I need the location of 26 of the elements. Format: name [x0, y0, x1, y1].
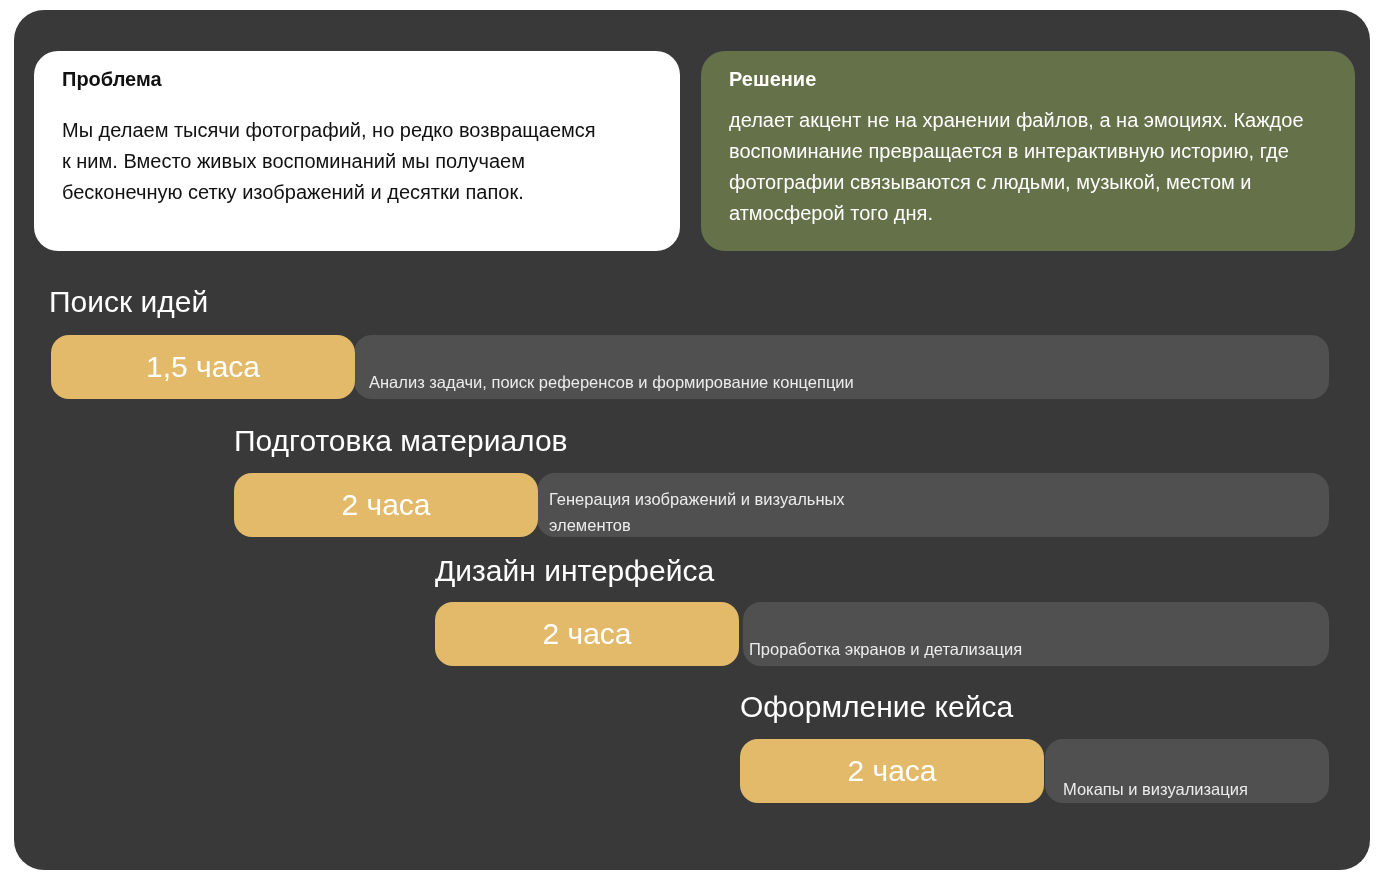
task-bar [743, 602, 1329, 666]
task-description: Мокапы и визуализация [1063, 779, 1248, 800]
task-description: Генерация изображений и визуальных элементов [549, 489, 846, 536]
duration-bar [740, 739, 1044, 803]
duration-bar [435, 602, 739, 666]
stage-heading: Дизайн интерфейса [435, 553, 715, 589]
solution-card [701, 51, 1355, 251]
duration-text: 2 часа [542, 616, 632, 652]
task-bar [354, 335, 1329, 399]
stage-heading: Поиск идей [49, 284, 209, 320]
stage-heading: Подготовка материалов [234, 423, 568, 459]
card-heading: Решение [729, 67, 817, 91]
duration-text: 2 часа [341, 487, 431, 523]
duration-bar [234, 473, 538, 537]
duration-bar [51, 335, 355, 399]
duration-text: 1,5 часа [145, 349, 260, 385]
card-body-text: делает акцент не на хранении файлов, а на эмоциях. Каждое воспоминание превращается в интерактивную историю, где фотографии связываются с людьми, музыкой, местом и атмосферой того дня. [729, 108, 1305, 226]
task-bar [537, 473, 1329, 537]
card-body-text: Мы делаем тысячи фотографий, но редко возвращаемся к ним. Вместо живых воспоминаний мы получаем бесконечную сетку изображений и десятки папок. [62, 118, 597, 205]
duration-text: 2 часа [847, 753, 937, 789]
problem-card [34, 51, 680, 251]
task-description: Проработка экранов и детализация [749, 639, 1023, 660]
card-heading: Проблема [62, 67, 162, 91]
task-bar [1045, 739, 1329, 803]
task-description: Анализ задачи, поиск референсов и формирование концепции [369, 372, 854, 393]
stage-heading: Оформление кейса [740, 689, 1014, 725]
